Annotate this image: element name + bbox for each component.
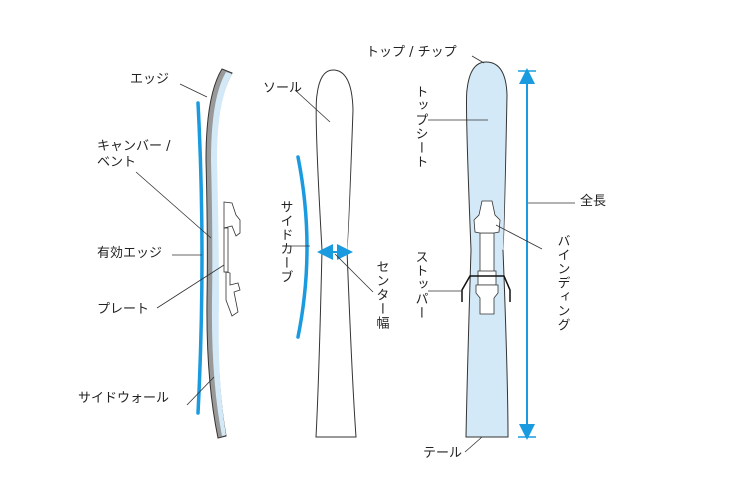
side-curve-line <box>296 155 309 339</box>
label-sole: ソール <box>263 81 302 96</box>
label-effective-edge: 有効エッジ <box>97 246 162 261</box>
label-edge: エッジ <box>130 72 169 87</box>
label-top-sheet: トップシート <box>413 85 428 169</box>
binding-heel-block <box>477 270 497 286</box>
label-center-width: センター幅 <box>374 260 390 330</box>
effective-edge-line <box>196 101 204 415</box>
binding-toe <box>473 200 501 234</box>
label-overall-length: 全長 <box>580 193 606 209</box>
label-side-curve: サイドカーブ <box>278 200 293 284</box>
label-bent: ベント <box>97 155 136 170</box>
sole-view-labels: ソール サイドカーブ センター幅 <box>263 81 389 330</box>
label-plate: プレート <box>97 302 149 317</box>
top-view-ski <box>461 61 536 440</box>
binding-heel <box>475 284 499 315</box>
label-binding: バインディング <box>555 234 571 332</box>
plate-bar <box>223 227 229 273</box>
label-stopper: ストッパー <box>413 250 429 320</box>
binding-heel-side <box>225 271 241 317</box>
sole-view-ski <box>296 69 357 438</box>
side-view-labels: エッジ キャンバー / ベント 有効エッジ プレート サイドウォール <box>78 72 225 406</box>
side-view-ski <box>196 68 241 439</box>
label-camber: キャンバー / <box>97 139 171 154</box>
binding-toe-side <box>223 201 241 237</box>
top-view-labels: トップ / チップ トップシート 全長 バインディング ストッパー テール <box>366 45 606 461</box>
label-tail: テール <box>423 446 462 461</box>
binding-rail <box>479 232 495 274</box>
label-sidewall: サイドウォール <box>78 391 169 406</box>
ski-side-core <box>211 72 232 436</box>
stopper <box>461 275 511 302</box>
ski-sole-outline <box>315 69 357 438</box>
label-top-tip: トップ / チップ <box>366 45 457 60</box>
